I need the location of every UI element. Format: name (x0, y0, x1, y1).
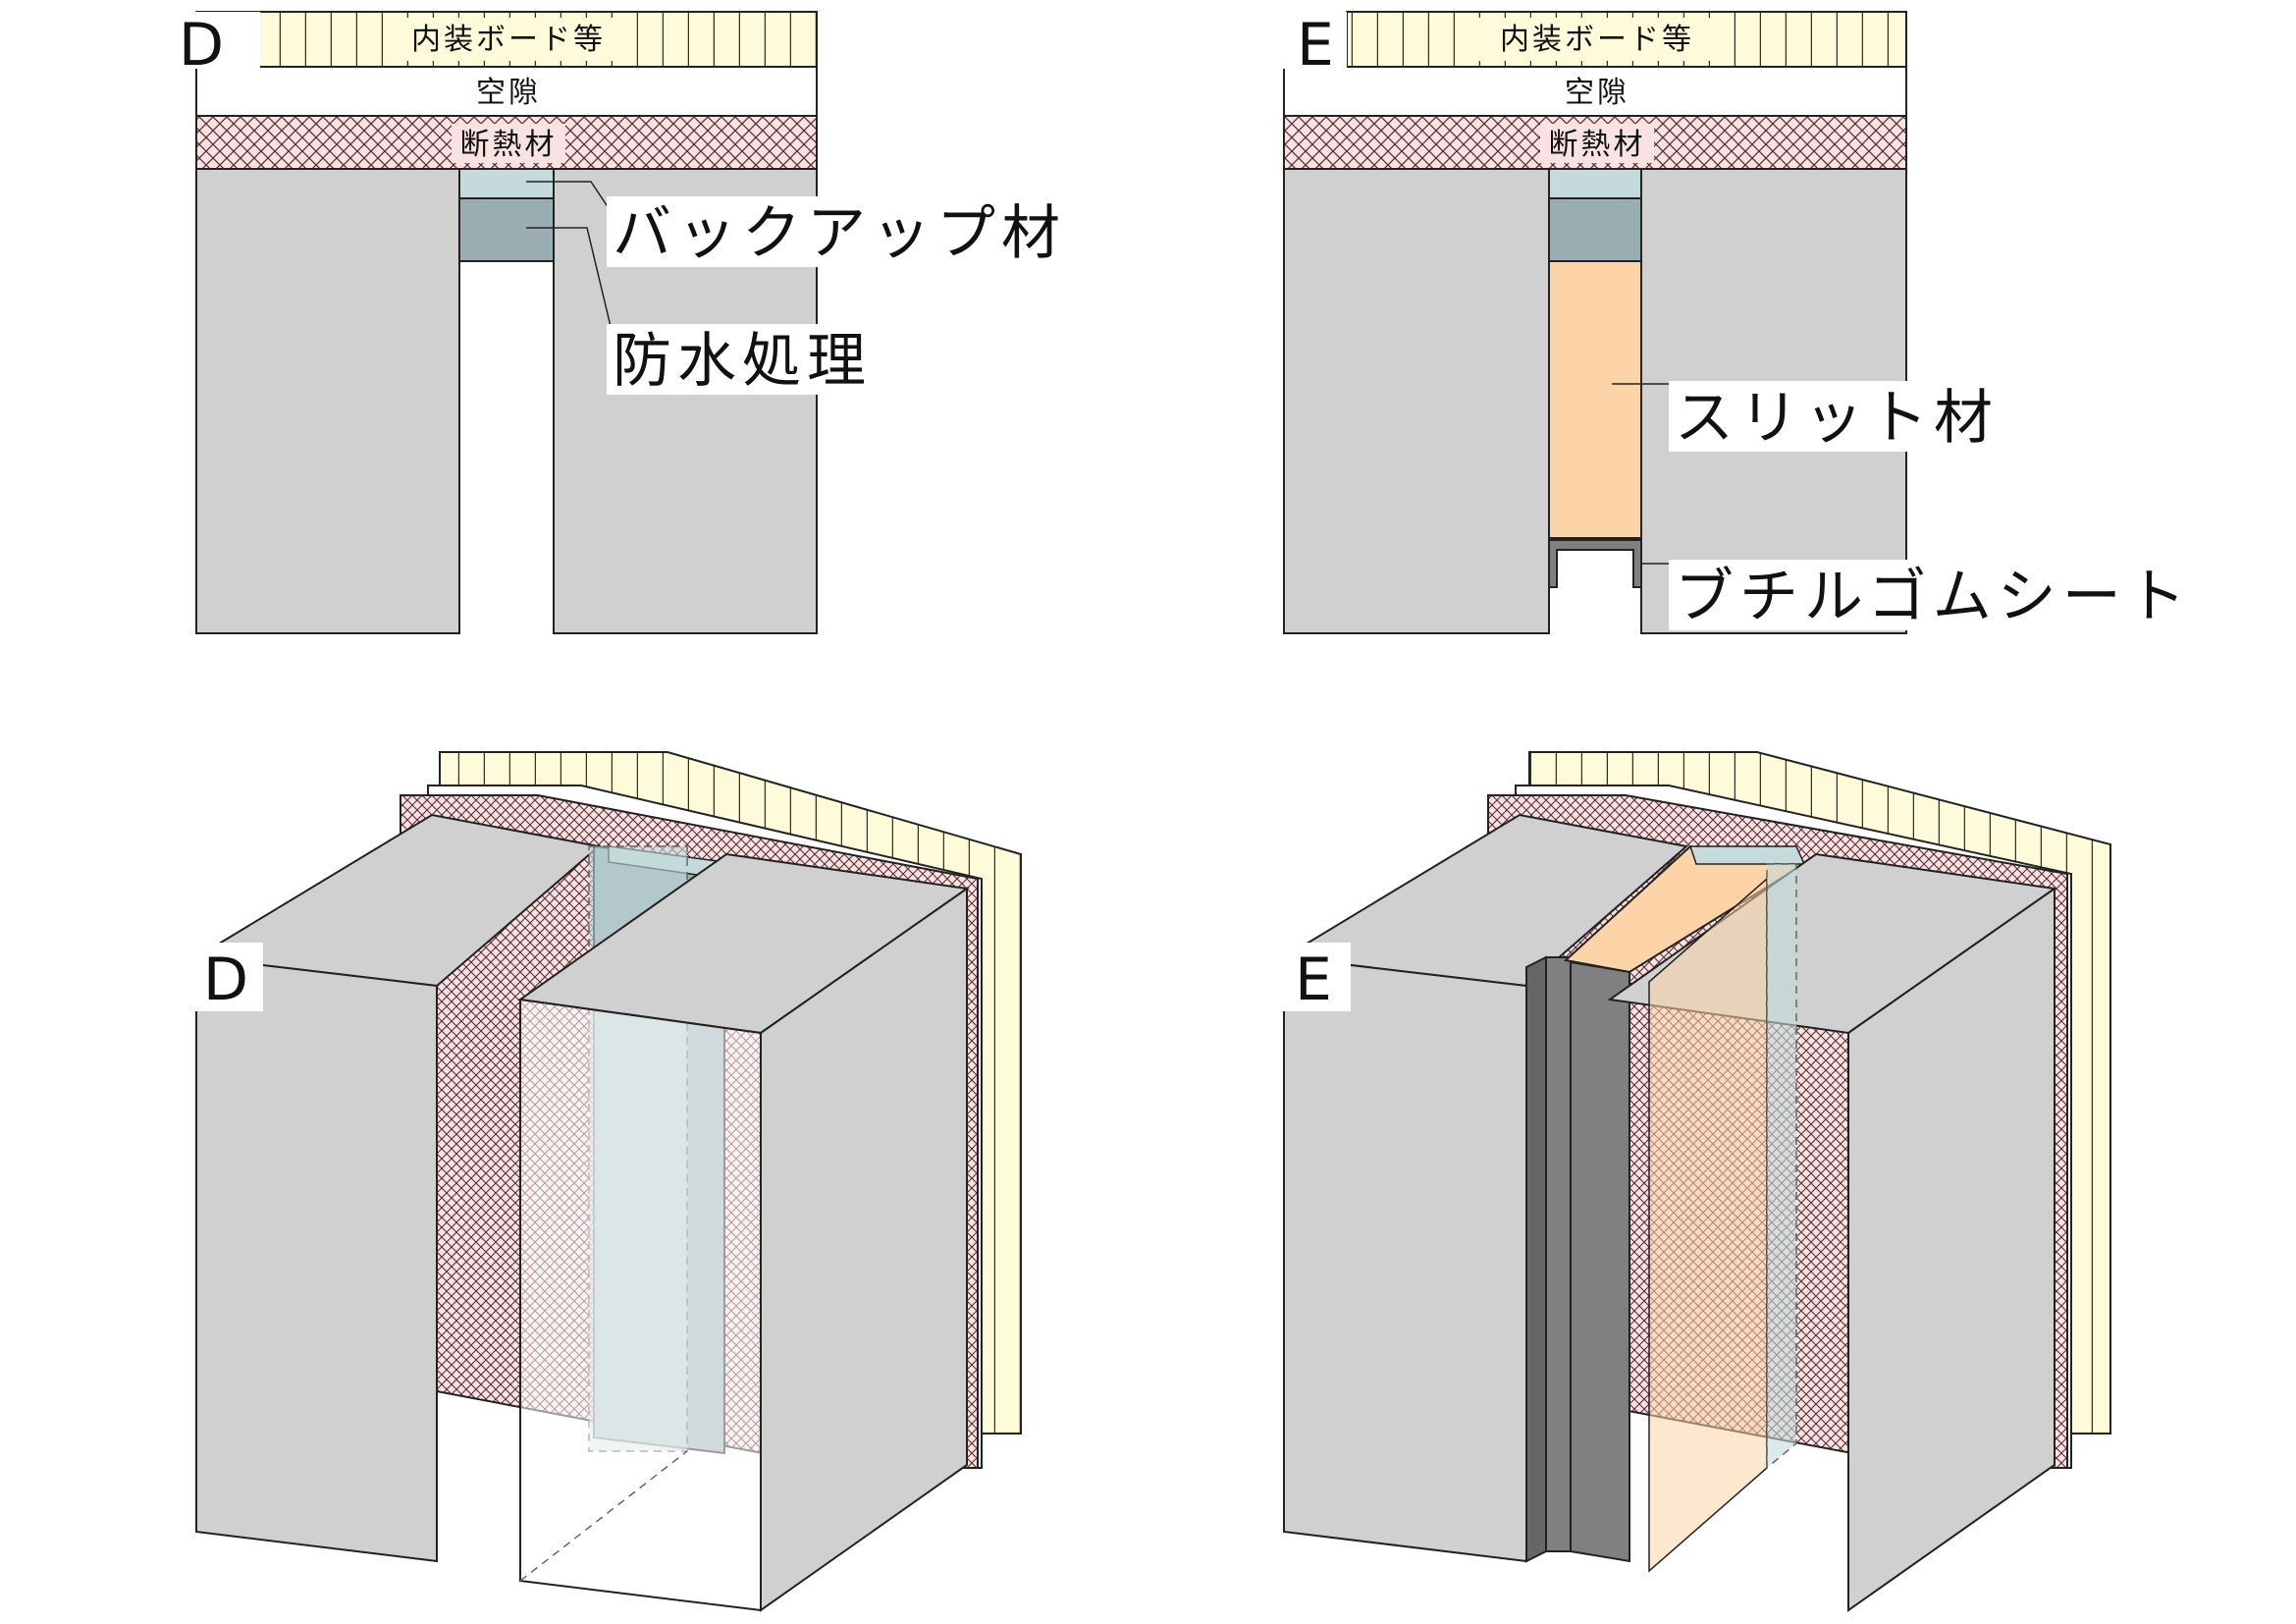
callout-backup-label: バックアップ材 (613, 199, 1066, 268)
air-gap-layer (195, 66, 818, 117)
butyl-rubber-sheet (1548, 539, 1642, 588)
iso-panel-letter-bg (1274, 943, 1351, 1011)
section-d: 内装ボード等 空隙 断熱材 D バックアップ材 防水処理 (137, 11, 1084, 634)
panel-letter-d: D (179, 11, 224, 80)
iso-left-block-front (1283, 955, 1527, 1563)
panel-letter-bg (137, 12, 260, 69)
iso-hidden-edge (519, 1450, 688, 1582)
iso-backup-hidden (1766, 863, 1797, 1470)
callout-slit-bg (1669, 381, 2010, 452)
backup-material (1548, 168, 1642, 199)
waterproofing (1548, 197, 1642, 262)
iso-panel-letter-e: E (1295, 946, 1332, 1014)
iso-butyl-channel (1570, 960, 1630, 1563)
callout-waterproof-label: 防水処理 (613, 327, 872, 396)
waterproofing (458, 197, 555, 262)
callout-butyl-bg (1669, 560, 2218, 630)
callout-waterproof-bg (607, 324, 878, 395)
iso-panel-letter-bg (187, 943, 263, 1011)
concrete-wall-left (1283, 168, 1550, 634)
isometric-e: E (1274, 751, 2111, 1612)
panel-letter-e: E (1297, 11, 1334, 80)
air-gap-label: 空隙 (1565, 76, 1629, 110)
iso-slit-face (1648, 877, 1768, 1573)
air-gap-label: 空隙 (476, 76, 541, 110)
insulation-label: 断熱材 (1549, 128, 1646, 162)
interior-board-label-bg (1474, 18, 1720, 61)
leader-line-backup (526, 181, 610, 209)
iso-butyl-sheet-edge (1525, 955, 1547, 1563)
isometric-d: D (187, 751, 1022, 1612)
concrete-wall-left (195, 168, 460, 634)
iso-right-block-side (1847, 887, 2056, 1612)
slit-material (1548, 260, 1642, 539)
iso-butyl-sheet-face (1545, 956, 1572, 1552)
callout-backup-bg (607, 196, 1084, 267)
air-gap-layer (1283, 66, 1907, 117)
iso-right-block-front (519, 998, 762, 1612)
concrete-wall-right (553, 168, 818, 634)
interior-board-label: 内装ボード等 (1500, 23, 1694, 57)
backup-material (458, 168, 555, 199)
iso-backup (1688, 845, 1806, 865)
section-e: 内装ボード等 空隙 断熱材 E スリット材 ブチルゴムシート (1256, 11, 2218, 634)
interior-board-label-bg (386, 18, 631, 61)
callout-slit-label: スリット材 (1675, 384, 1999, 453)
insulation-label-bg (1540, 124, 1654, 163)
insulation-label: 断熱材 (460, 128, 558, 162)
leader-line-waterproof (526, 227, 614, 340)
iso-left-block-front (195, 955, 438, 1563)
callout-butyl-label: ブチルゴムシート (1675, 563, 2192, 631)
interior-board-label: 内装ボード等 (411, 23, 606, 57)
iso-panel-letter-d: D (203, 946, 248, 1014)
insulation-label-bg (452, 124, 565, 163)
panel-letter-bg (1256, 12, 1347, 69)
